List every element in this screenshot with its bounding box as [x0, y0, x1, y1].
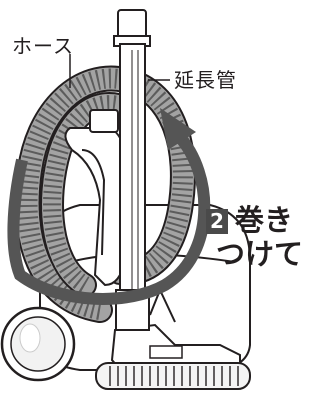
step-number-badge: 2 [206, 209, 228, 234]
floor-nozzle [95, 323, 251, 390]
extension-pipe [113, 9, 151, 331]
step-text-line2: つけて [216, 237, 304, 271]
handle-grip [64, 109, 130, 287]
extension-pipe-label: 延長管 [174, 68, 237, 92]
hose-label: ホース [12, 34, 74, 58]
wrap-arrow [7, 108, 211, 305]
arrow-head [160, 108, 196, 150]
wheel [0, 306, 76, 382]
step-text-line1: 巻き [235, 203, 294, 237]
